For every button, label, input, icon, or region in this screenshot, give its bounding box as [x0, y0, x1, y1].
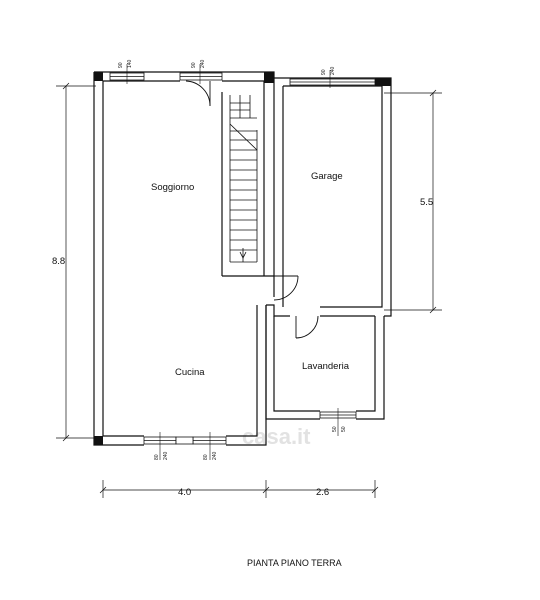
- room-label-cucina: Cucina: [175, 367, 205, 378]
- dimension-garage-height: 5.5: [420, 197, 433, 208]
- window-label: 240: [200, 59, 206, 68]
- window-label: 240: [330, 66, 336, 75]
- windows: [109, 72, 376, 445]
- window-label: 140: [127, 59, 133, 68]
- window-labels: 90 140 90 240 90 240 80 240 80 240 50 50: [118, 59, 347, 460]
- room-label-garage: Garage: [311, 171, 343, 182]
- dimension-left-width: 4.0: [178, 487, 191, 498]
- staircase: [229, 95, 258, 263]
- window-label: 90: [118, 62, 124, 68]
- room-label-lavanderia: Lavanderia: [302, 361, 350, 372]
- walls: [93, 71, 392, 446]
- dimension-total-height: 8.8: [52, 256, 65, 267]
- room-label-soggiorno: Soggiorno: [151, 182, 194, 193]
- window-label: 50: [332, 426, 338, 432]
- window-label: 240: [163, 451, 169, 460]
- door-swing: [273, 275, 299, 301]
- window-ticks: [126, 64, 339, 460]
- window-label: 80: [154, 454, 160, 460]
- door-swing: [295, 315, 319, 339]
- doors: [185, 80, 319, 339]
- dimension-right-width: 2.6: [316, 487, 329, 498]
- plan-title: PIANTA PIANO TERRA: [247, 558, 342, 568]
- window-label: 50: [341, 426, 347, 432]
- window-label: 90: [321, 69, 327, 75]
- door-swing: [185, 80, 211, 107]
- window-label: 80: [203, 454, 209, 460]
- window-label: 240: [212, 451, 218, 460]
- window-label: 90: [191, 62, 197, 68]
- wall-fills: [94, 72, 391, 445]
- dimension-lines: [56, 82, 442, 498]
